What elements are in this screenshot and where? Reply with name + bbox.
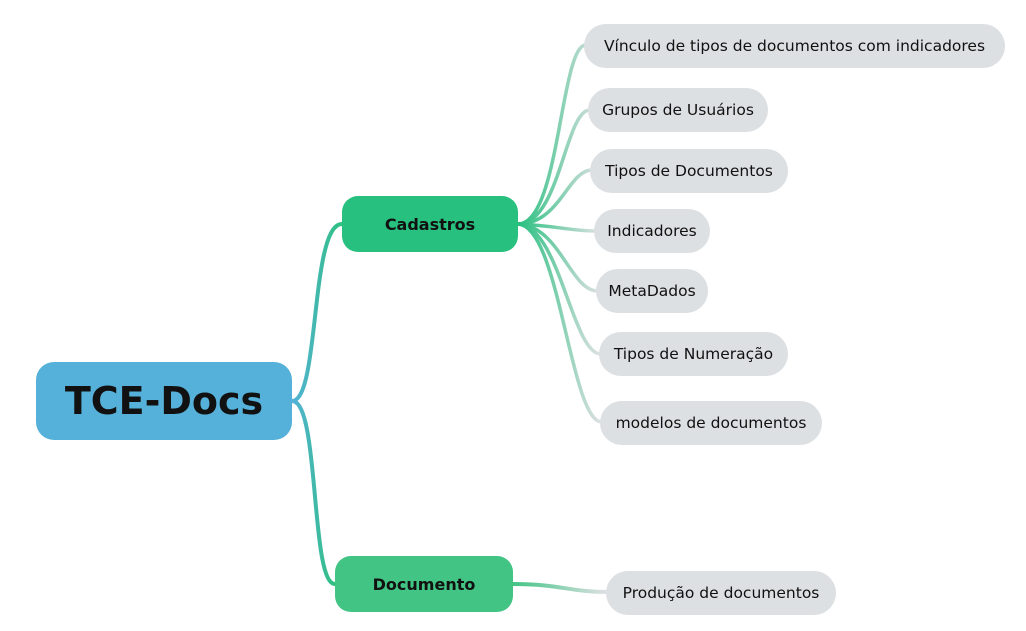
edge-cad-leaf — [516, 222, 604, 424]
edge-root-cadastros — [290, 222, 344, 403]
edge-cad-leaf — [516, 168, 594, 226]
edge-root-documento — [290, 399, 337, 586]
edge-cad-leaf — [516, 222, 600, 293]
edge-cad-leaf — [516, 43, 588, 226]
leaf-node[interactable]: MetaDados — [596, 269, 708, 313]
edge-doc-leaf — [511, 582, 610, 594]
leaf-node[interactable]: Produção de documentos — [606, 571, 836, 615]
leaf-node[interactable]: Grupos de Usuários — [588, 88, 768, 132]
leaf-node[interactable]: Vínculo de tipos de documentos com indic… — [584, 24, 1005, 68]
edge-cad-leaf — [516, 108, 592, 226]
leaf-node[interactable]: Tipos de Numeração — [599, 332, 788, 376]
branch-node-cadastros[interactable]: Cadastros — [342, 196, 518, 252]
leaf-node[interactable]: Indicadores — [594, 209, 710, 253]
leaf-node[interactable]: Tipos de Documentos — [590, 149, 788, 193]
branch-node-documento[interactable]: Documento — [335, 556, 513, 612]
edge-cad-leaf — [516, 222, 603, 356]
leaf-node[interactable]: modelos de documentos — [600, 401, 822, 445]
root-node[interactable]: TCE-Docs — [36, 362, 292, 440]
